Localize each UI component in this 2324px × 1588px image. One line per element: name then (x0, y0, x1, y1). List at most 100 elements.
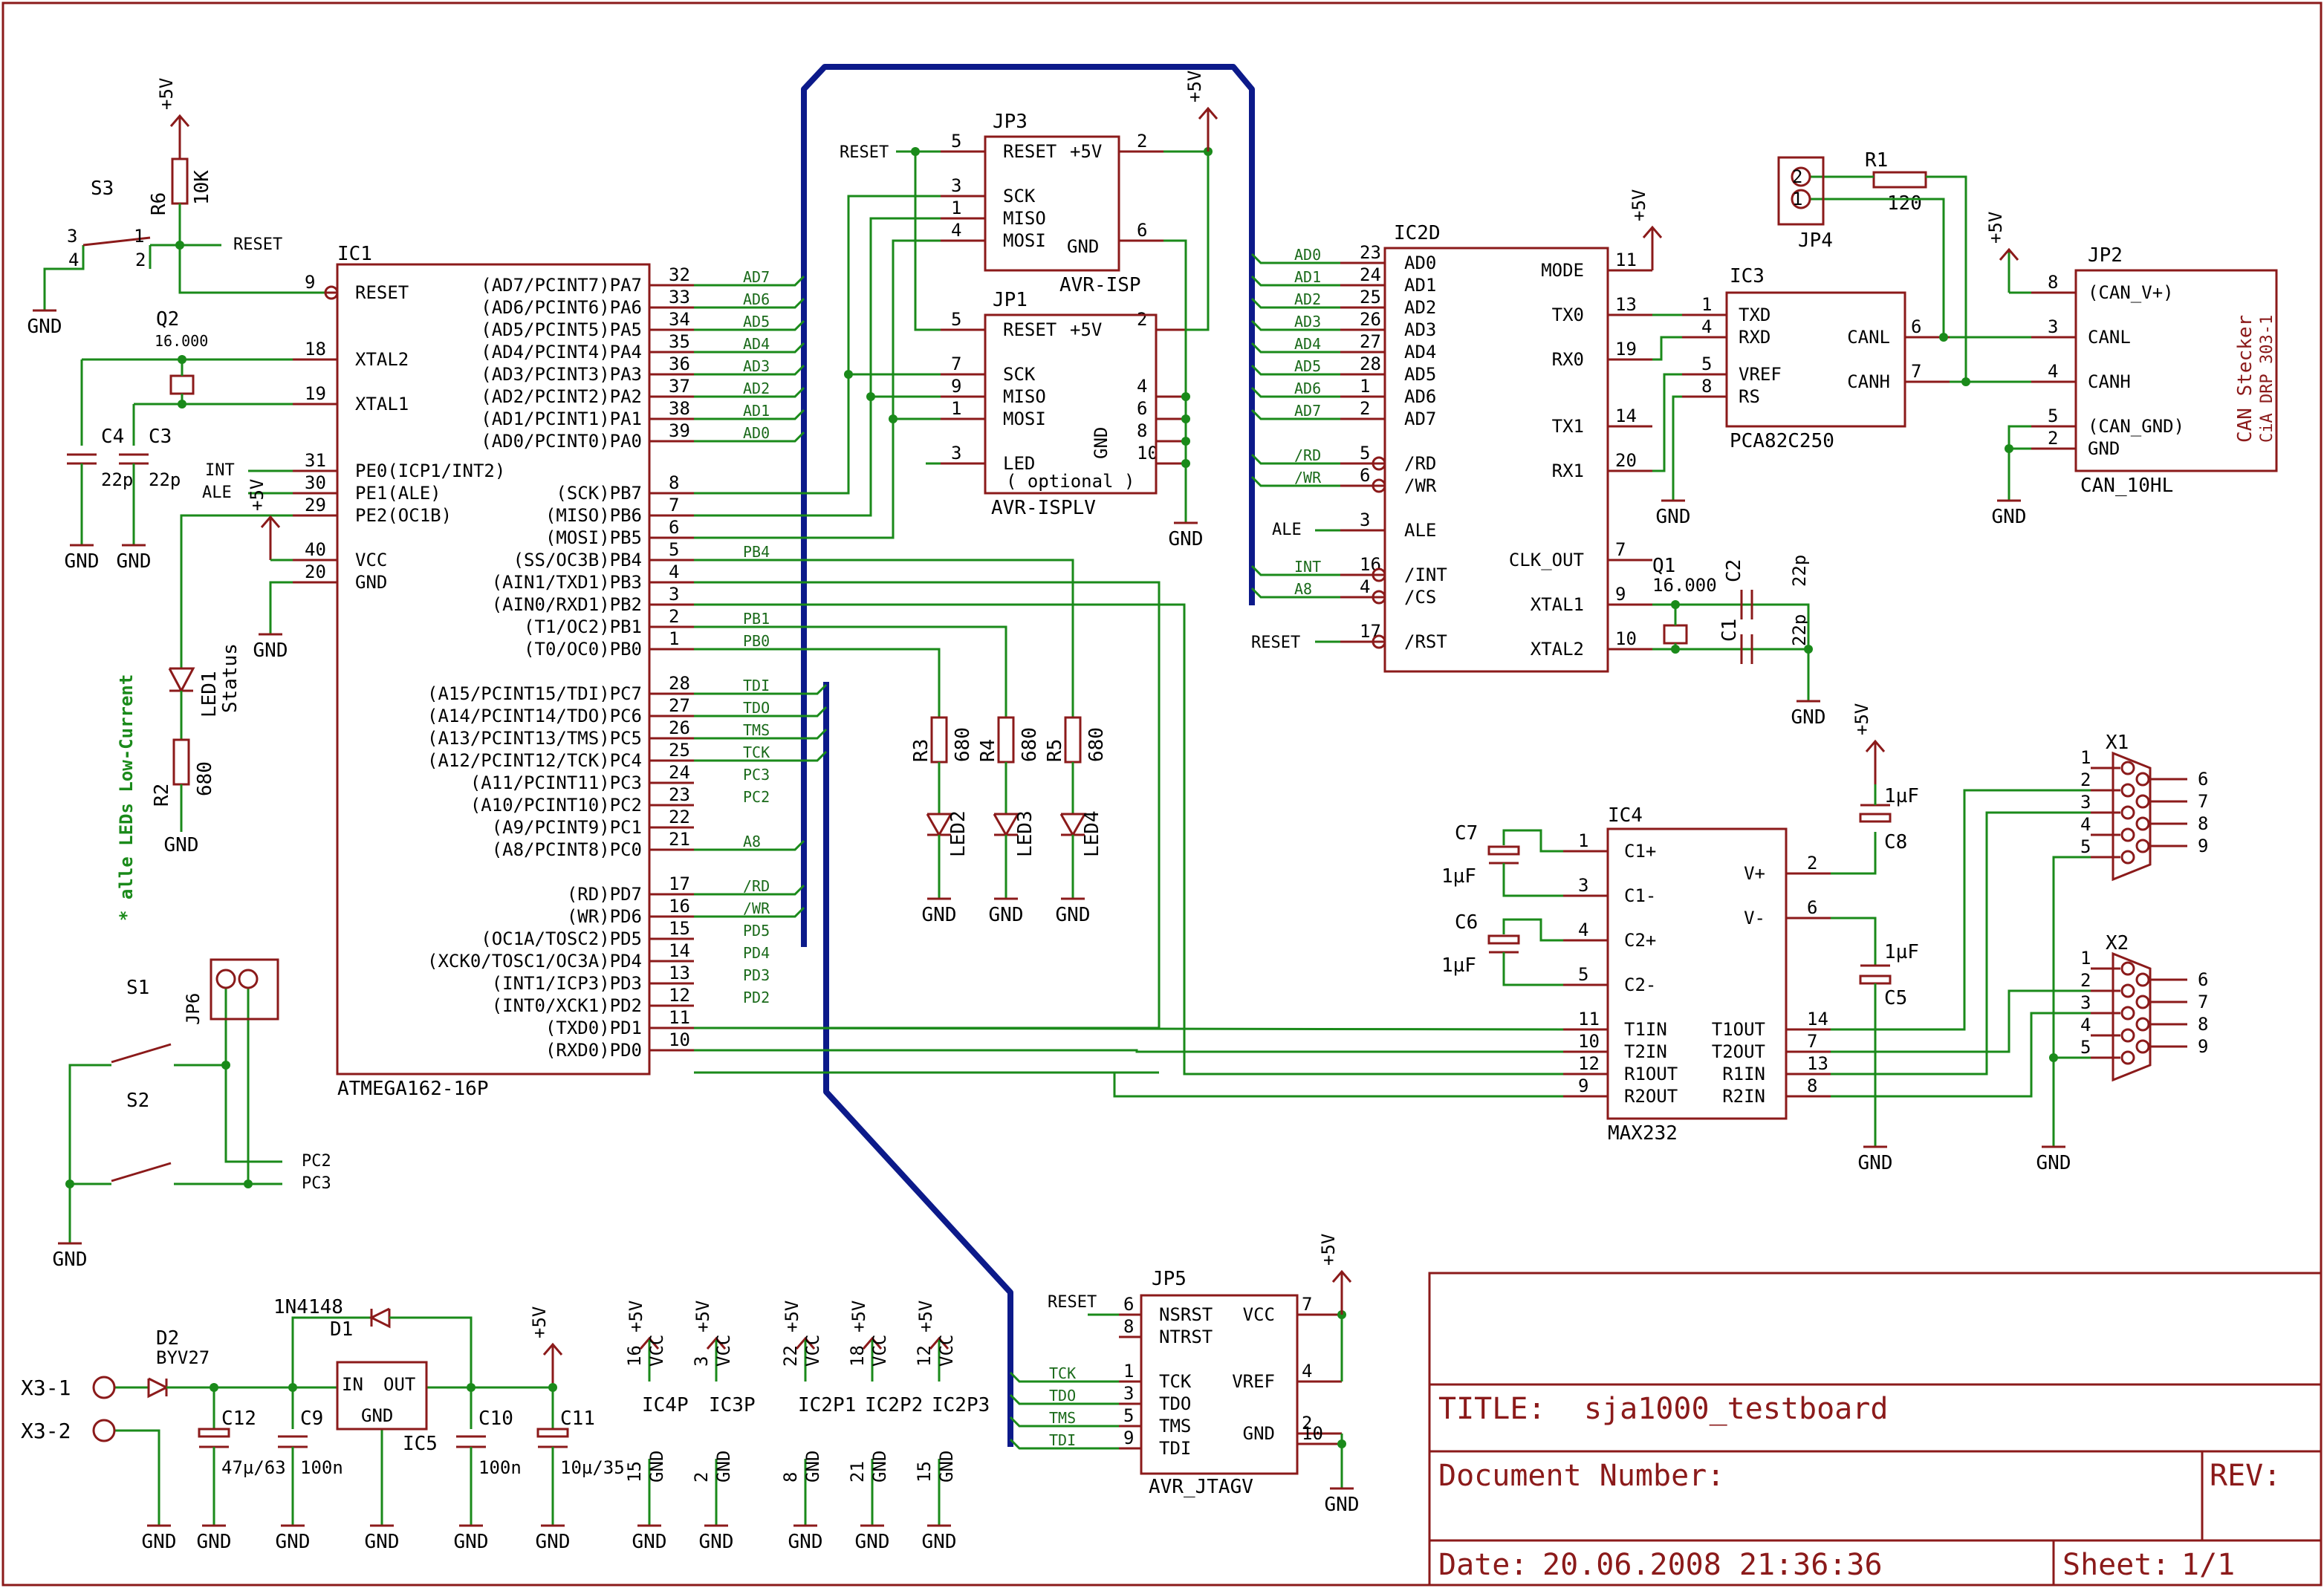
jp5-pin-name: VCC (1243, 1304, 1275, 1325)
reset-pullup-wire (178, 204, 325, 294)
r3-body (930, 716, 948, 764)
isp-reset-label: RESET (840, 143, 889, 162)
jp2-pin-number: 8 (2048, 272, 2058, 293)
t1out-wire (1831, 789, 2091, 1031)
junction-dot (1961, 377, 1970, 386)
ic1-pin-name: (AD7/PCINT7)PA7 (481, 275, 642, 296)
ic2-pin-number: 6 (1360, 465, 1370, 486)
ic1-pin-number: 34 (669, 309, 690, 330)
junction-dot (1939, 333, 1948, 342)
ic1-pin-name: (INT1/ICP3)PD3 (492, 973, 642, 994)
x2-pin-icon (2135, 995, 2150, 1009)
pc2-label: PC2 (302, 1152, 331, 1171)
junction-dot (844, 370, 853, 379)
x1-pin-icon (2135, 839, 2150, 853)
c9-ref: C9 (300, 1408, 323, 1430)
jp5-pin-number: 5 (1123, 1405, 1134, 1426)
pp-gnd-name: GND (802, 1451, 823, 1483)
c6-wire (1502, 918, 1563, 942)
s2-ref: S2 (126, 1090, 149, 1112)
a8-wire (1250, 587, 1340, 599)
ic2-bus-wire (1250, 275, 1340, 287)
ic3-gnd-label: GND (1656, 506, 1691, 528)
c8-supply: +5V (1851, 703, 1872, 735)
x1-pin-number: 2 (2080, 769, 2091, 790)
ic2-bus-wire (1250, 364, 1340, 376)
c12-value: 47µ/63 (221, 1457, 286, 1478)
jp3-pin-name: MISO (1003, 208, 1046, 229)
pp-gnd-num: 15 (624, 1461, 645, 1483)
r5-wire (694, 559, 1074, 717)
title-value: sja1000_testboard (1584, 1392, 1888, 1426)
cap-gnd-label: GND (65, 550, 100, 573)
junction-dot (1181, 414, 1190, 423)
led3-icon (993, 813, 1020, 838)
ic1-pin-name: RESET (355, 282, 409, 303)
ic1-net-label: AD2 (743, 380, 770, 397)
ic3-pin-name: RXD (1739, 327, 1770, 348)
led2-icon (926, 813, 953, 838)
cap-gnd-label: GND (117, 550, 152, 573)
x2-pin-number: 8 (2198, 1014, 2208, 1035)
d1-value: 1N4148 (273, 1296, 343, 1318)
ic3-ref: IC3 (1730, 265, 1765, 287)
x1-pin-number: 5 (2080, 836, 2091, 857)
ic1-ref: IC1 (337, 243, 372, 265)
x1-pin-number: 4 (2080, 814, 2091, 835)
jp1: JP1 AVR-ISPLV ( optional ) GND (984, 289, 1158, 519)
supply-arrow-icon (1642, 225, 1663, 238)
pp-supply: +5V (782, 1301, 802, 1332)
ic1-net-label: TDI (743, 677, 770, 694)
x2-pin-icon (2135, 972, 2150, 987)
jp2-pin-name: (CAN_GND) (2088, 416, 2184, 437)
supply-arrow-icon (1865, 739, 1886, 752)
r3-ref: R3 (910, 739, 932, 762)
ic1-net-label: A8 (743, 833, 761, 850)
x2-pin-icon (2120, 1050, 2135, 1065)
jp4-pin2-num: 2 (1792, 166, 1802, 187)
x1-pin-icon (2120, 805, 2135, 820)
ic1-pin-number: 1 (669, 628, 679, 649)
c10-ref: C10 (478, 1408, 513, 1430)
ic2-net-label: AD5 (1294, 357, 1321, 375)
q2-ref: Q2 (156, 308, 179, 331)
ic4-pin-number: 14 (1807, 1009, 1828, 1029)
pp-gnd-name: GND (646, 1451, 667, 1483)
ic1-pin-number: 32 (669, 264, 690, 285)
ic2-bus-wire (1250, 297, 1340, 309)
c11-ref: C11 (560, 1408, 595, 1430)
jtag-bus-wire (694, 750, 828, 762)
jp5-net-label: TDI (1049, 1431, 1076, 1449)
ic4-pin-name: T1IN (1624, 1019, 1667, 1040)
jp2-gnd-label: GND (1992, 506, 2027, 528)
ic2-ref: IC2D (1394, 222, 1441, 244)
r3-wire (694, 648, 941, 717)
ic3-pin-number: 7 (1911, 361, 1921, 382)
r4-wire (694, 625, 1007, 717)
jp6-body (210, 958, 279, 1021)
jp1-pin-number: 7 (951, 354, 961, 374)
jp5-pin-name: TMS (1159, 1416, 1191, 1436)
ic2-pin-name: ALE (1404, 520, 1436, 541)
ic1-pin-name: (SS/OC3B)PB4 (513, 550, 642, 570)
led4-ref: LED4 (1081, 810, 1103, 857)
s1-switch (111, 1043, 172, 1064)
s1-ref: S1 (126, 977, 149, 999)
ic1-pin-number: 36 (669, 354, 690, 374)
ic2-pin-name: AD5 (1404, 364, 1436, 385)
ic1-pin-name: GND (355, 572, 387, 593)
ic1-pin-number: 7 (669, 495, 679, 515)
x1-pin-icon (2135, 794, 2150, 809)
jp3-pin-number: 5 (951, 131, 961, 152)
r1in-wire (1831, 811, 2091, 1076)
c5-body (1859, 974, 1892, 985)
jp5-pin-name: NTRST (1159, 1327, 1213, 1347)
jp1-pin-number: 2 (1137, 309, 1147, 330)
wr-bus-wire (694, 906, 805, 918)
s3-pin: 1 (134, 226, 144, 247)
ic1-pin-name: (AD6/PCINT6)PA6 (481, 297, 642, 318)
ic2-bus-wire (1250, 453, 1340, 465)
ic2-pin-number: 5 (1360, 443, 1370, 463)
r6-supply: +5V (156, 78, 177, 110)
